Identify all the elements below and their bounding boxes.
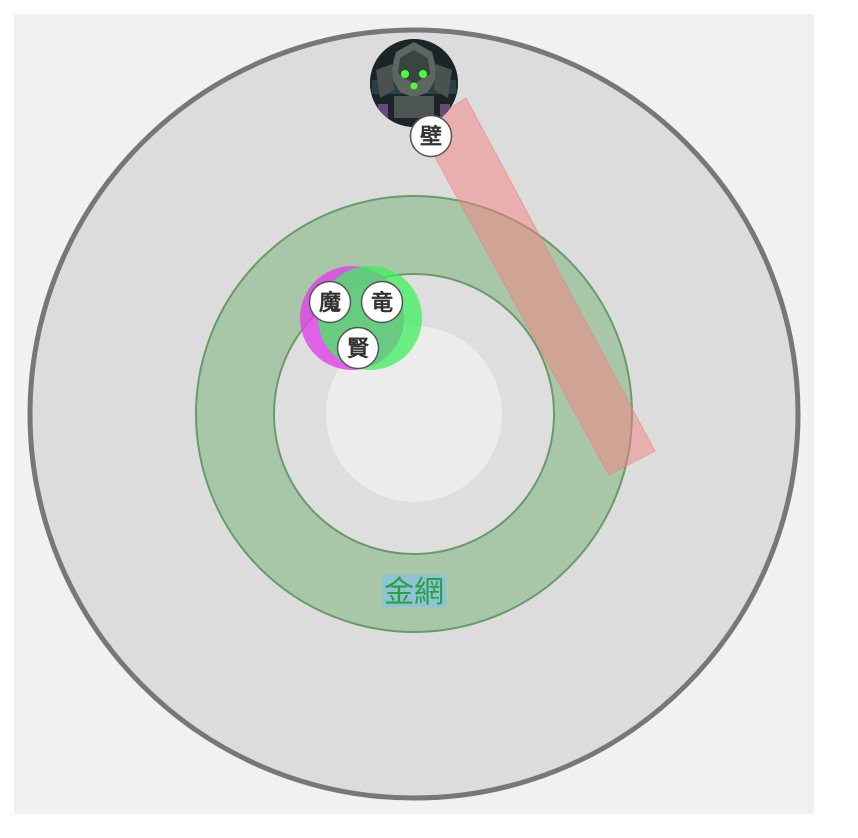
boss-eye-icon — [419, 70, 427, 78]
marker-wall-label: 壁 — [420, 124, 442, 150]
boss-eye-icon — [401, 70, 409, 78]
marker-dragon-label: 竜 — [371, 290, 393, 316]
marker-sage-label: 賢 — [347, 337, 370, 362]
boss-portrait[interactable] — [370, 39, 458, 127]
zone-label-background — [382, 575, 446, 607]
marker-wall[interactable]: 壁 — [409, 114, 453, 158]
marker-dragon[interactable]: 竜 — [360, 280, 404, 324]
zone-label: 金網 — [384, 575, 444, 610]
line-aoe-beam — [418, 97, 656, 476]
marker-magic[interactable]: 魔 — [308, 280, 352, 324]
marker-magic-label: 魔 — [319, 290, 341, 316]
marker-sage[interactable]: 賢 — [336, 326, 380, 370]
